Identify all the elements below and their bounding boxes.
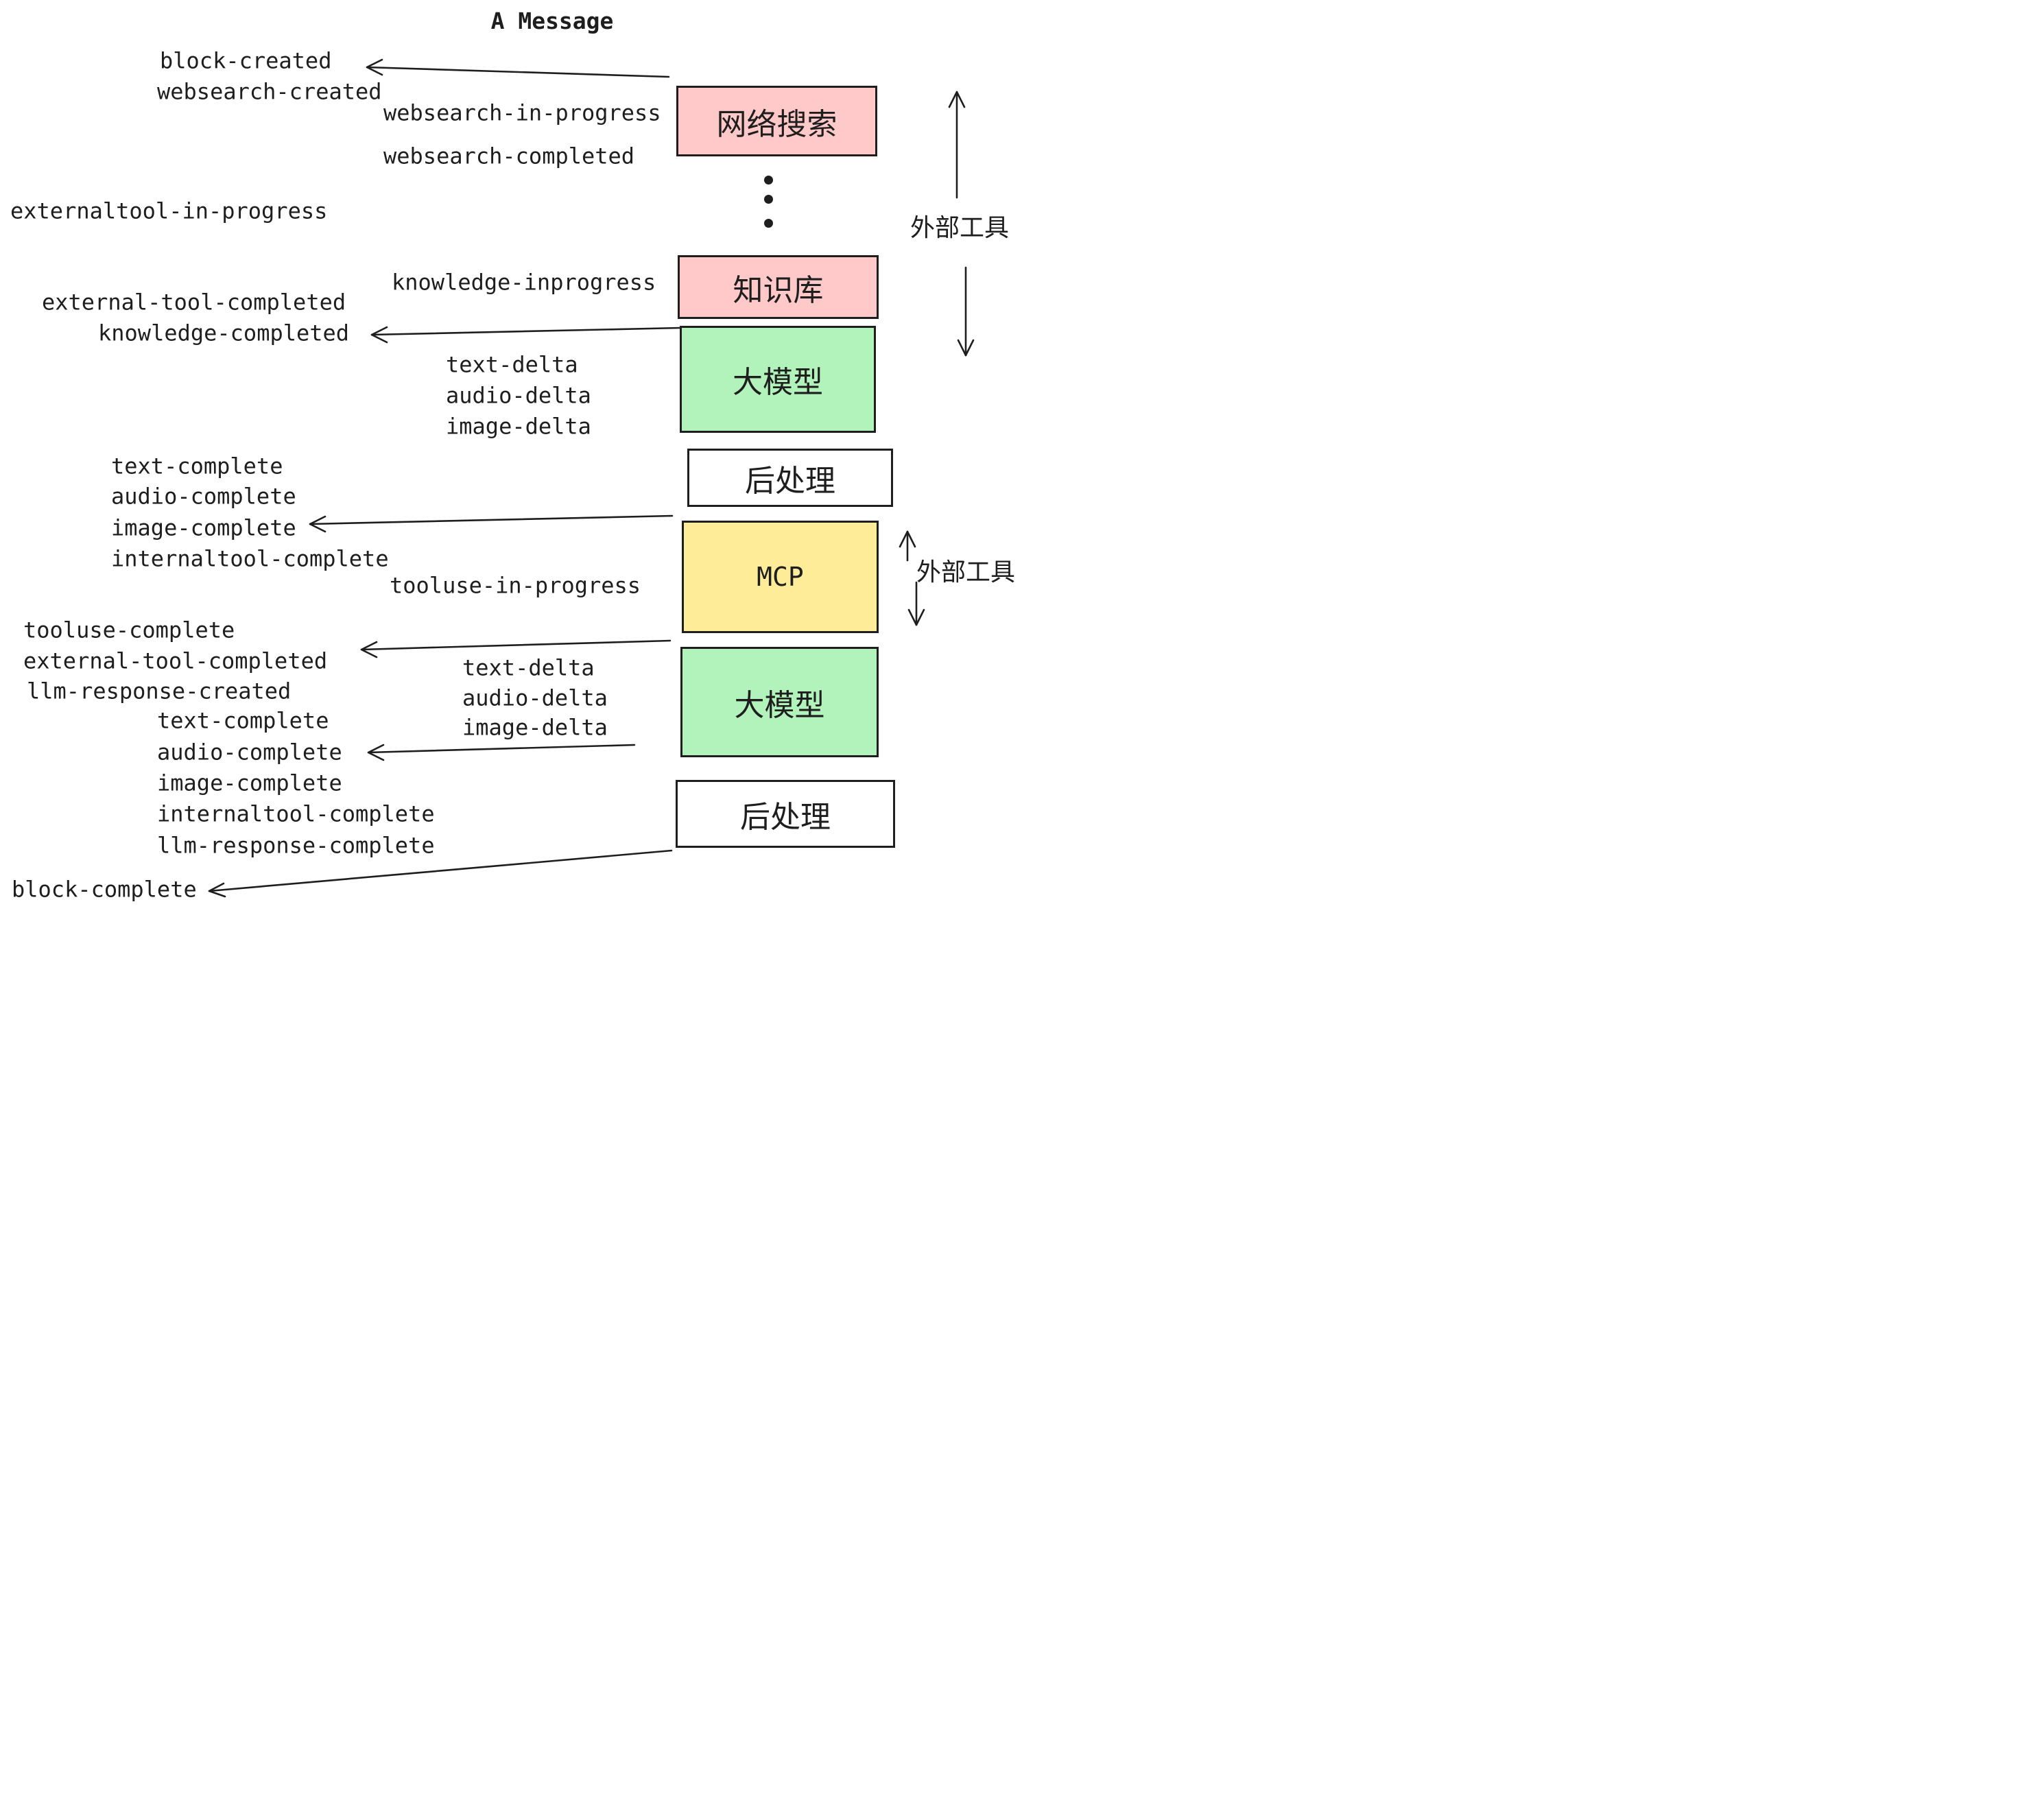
event-tooluse-complete: tooluse-complete (23, 617, 235, 643)
ellipsis-dot (764, 195, 773, 204)
diagram-canvas: A Message 网络搜索 知识库 大模型 后处理 MCP 大模型 后处理 外… (0, 0, 1022, 902)
event-llm-response-created: llm-response-created (27, 678, 292, 704)
ellipsis-dot (764, 219, 773, 228)
event-audio-delta: audio-delta (446, 382, 591, 409)
event-image-delta: image-delta (446, 413, 591, 440)
event-externaltool-in-progress: externaltool-in-progress (10, 198, 328, 224)
external-tools-label-bottom: 外部工具 (916, 558, 1016, 586)
external-tools-label-top: 外部工具 (910, 213, 1010, 241)
node-mcp: MCP (682, 521, 879, 633)
node-post-process-2: 后处理 (676, 780, 895, 848)
event-websearch-completed: websearch-completed (383, 143, 635, 169)
external-tools-top-down-arrow (957, 266, 975, 357)
event-audio-complete-2: audio-complete (157, 739, 342, 765)
external-tools-top-up-arrow (948, 91, 966, 199)
event-block-complete: block-complete (12, 876, 197, 902)
event-text-delta-2: text-delta (462, 654, 595, 681)
event-block-created: block-created (160, 47, 332, 74)
event-external-tool-completed-2: external-tool-completed (23, 648, 328, 674)
arrow-llm2-to-audio-complete (367, 744, 636, 761)
event-image-complete-2: image-complete (157, 770, 342, 796)
event-internaltool-complete: internaltool-complete (111, 545, 389, 572)
node-llm-2: 大模型 (680, 647, 879, 757)
external-tools-bottom-down-arrow (907, 581, 925, 626)
event-internaltool-complete-2: internaltool-complete (157, 800, 435, 827)
node-knowledge-base: 知识库 (678, 255, 879, 319)
event-audio-delta-2: audio-delta (462, 685, 608, 711)
event-llm-response-complete: llm-response-complete (157, 832, 435, 859)
ellipsis-dot (764, 176, 773, 185)
event-tooluse-in-progress: tooluse-in-progress (390, 572, 641, 599)
arrow-llm1-to-knowledge-completed (370, 326, 681, 344)
event-websearch-created: websearch-created (157, 78, 382, 105)
arrow-websearch-to-block-created (366, 58, 670, 78)
event-external-tool-completed: external-tool-completed (42, 289, 346, 316)
event-knowledge-completed: knowledge-completed (98, 320, 350, 346)
node-web-search: 网络搜索 (676, 86, 877, 156)
event-text-complete: text-complete (111, 453, 283, 479)
event-image-delta-2: image-delta (462, 714, 608, 741)
event-websearch-in-progress: websearch-in-progress (383, 99, 661, 126)
page-title: A Message (490, 7, 614, 34)
node-post-process-1: 后处理 (687, 449, 893, 507)
event-text-complete-2: text-complete (157, 707, 329, 734)
event-image-complete: image-complete (111, 514, 296, 541)
event-knowledge-inprogress: knowledge-inprogress (392, 269, 656, 296)
arrow-post1-to-image-complete (309, 514, 674, 533)
external-tools-bottom-up-arrow (899, 530, 916, 562)
node-llm-1: 大模型 (680, 326, 876, 433)
event-audio-complete: audio-complete (111, 483, 296, 510)
event-text-delta: text-delta (446, 351, 578, 378)
